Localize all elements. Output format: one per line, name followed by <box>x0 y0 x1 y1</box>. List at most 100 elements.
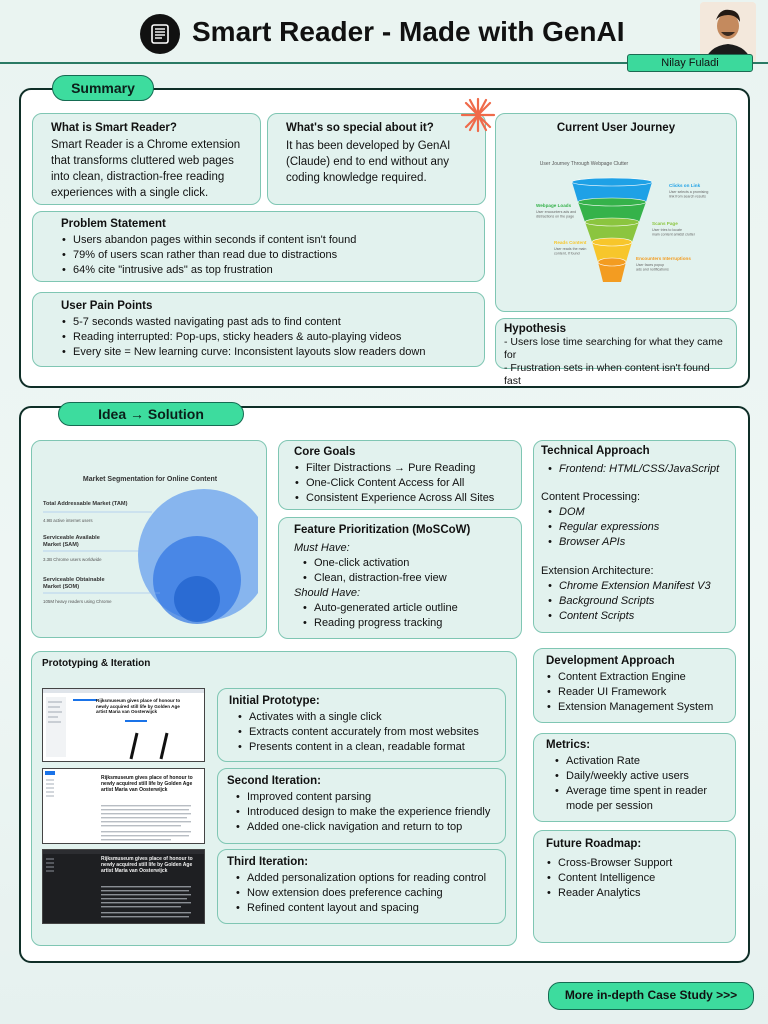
shot3-headline: Rijksmuseum gives place of honour to new… <box>101 856 193 874</box>
list-item: Added personalization options for readin… <box>235 871 496 886</box>
list-item: Added one-click navigation and return to… <box>235 820 496 835</box>
list-item: Presents content in a clean, readable fo… <box>237 740 494 755</box>
market-segment-desc: 4.9B active internet users <box>43 518 93 523</box>
special-title: What's so special about it? <box>286 122 434 134</box>
funnel-stage <box>572 182 652 202</box>
funnel-stage-rim <box>577 197 647 207</box>
sparkle-icon <box>460 97 496 133</box>
special-card: What's so special about it? It has been … <box>267 113 486 205</box>
prototype-screenshot-3: Rijksmuseum gives place of honour to new… <box>42 849 205 924</box>
list-item: Reader UI Framework <box>546 685 723 700</box>
hypothesis-title: Hypothesis <box>504 323 566 335</box>
market-segment-desc: 3.3B Chrome users worldwide <box>43 557 102 562</box>
list-item: 5-7 seconds wasted navigating past ads t… <box>61 315 456 330</box>
list-item: Now extension does preference caching <box>235 886 496 901</box>
idea-pill: Idea → Solution <box>58 402 244 426</box>
list-item: Content Intelligence <box>546 871 723 886</box>
author-badge: Nilay Fuladi <box>627 54 753 72</box>
funnel-stage-rim <box>591 237 633 247</box>
case-study-button[interactable]: More in-depth Case Study >>> <box>548 982 754 1010</box>
must-list: One-click activationClean, distraction-f… <box>302 556 506 586</box>
list-item: Activates with a single click <box>237 710 494 725</box>
shot2-headline: Rijksmuseum gives place of honour to new… <box>101 775 193 793</box>
special-body: It has been developed by GenAI (Claude) … <box>286 140 451 184</box>
header-divider <box>0 62 768 64</box>
funnel-stage <box>585 222 639 242</box>
list-item: Daily/weekly active users <box>554 769 723 784</box>
roadmap-card: Future Roadmap: Cross-Browser SupportCon… <box>533 830 736 943</box>
journey-card: Current User Journey User Journey Throug… <box>495 113 737 312</box>
pain-card: User Pain Points 5-7 seconds wasted navi… <box>32 292 485 367</box>
list-item: Reading progress tracking <box>302 616 506 631</box>
iteration-2-list: Improved content parsingIntroduced desig… <box>235 790 496 835</box>
list-item: Clean, distraction-free view <box>302 571 506 586</box>
arch-list: Chrome Extension Manifest V3Background S… <box>547 579 728 624</box>
what-title: What is Smart Reader? <box>51 122 177 134</box>
funnel-stage-label: Clicks on Link <box>669 183 701 188</box>
list-item: Refined content layout and spacing <box>235 901 496 916</box>
tech-frontend: Frontend: HTML/CSS/JavaScript <box>547 462 728 477</box>
funnel-stage <box>592 242 632 262</box>
list-item: Every site = New learning curve: Inconsi… <box>61 345 456 360</box>
list-item: Reading interrupted: Pop-ups, sticky hea… <box>61 330 456 345</box>
market-title: Market Segmentation for Online Content <box>83 476 218 483</box>
list-item: Cross-Browser Support <box>546 856 723 871</box>
iteration-2-title: Second Iteration: <box>227 775 321 787</box>
user-journey-funnel: User Journey Through Webpage ClutterClic… <box>536 161 708 282</box>
list-item: Reader Analytics <box>546 886 723 901</box>
list-item: Content Extraction Engine <box>546 670 723 685</box>
iteration-card-1: Initial Prototype: Activates with a sing… <box>217 688 506 762</box>
dev-title: Development Approach <box>546 655 675 667</box>
list-item: Content Scripts <box>547 609 728 624</box>
dev-list: Content Extraction EngineReader UI Frame… <box>546 670 723 715</box>
funnel-stage-label: Scans Page <box>652 221 678 226</box>
list-item: Regular expressions <box>547 520 728 535</box>
list-item: Background Scripts <box>547 594 728 609</box>
problem-list: Users abandon pages within seconds if co… <box>61 233 456 278</box>
list-item: Auto-generated article outline <box>302 601 506 616</box>
iteration-1-list: Activates with a single clickExtracts co… <box>237 710 494 755</box>
market-segmentation-diagram: Market Segmentation for Online ContentTo… <box>43 476 270 624</box>
list-item: Filter Distractions → Pure Reading <box>294 461 506 476</box>
arch-label: Extension Architecture: <box>541 565 654 577</box>
market-segment-name: Total Addressable Market (TAM) <box>43 501 128 507</box>
market-segment-desc: 105M heavy readers using Chrome <box>43 599 112 604</box>
hypothesis-line-1: - Users lose time searching for what the… <box>504 336 723 361</box>
prototype-screenshot-2: Rijksmuseum gives place of honour to new… <box>42 768 205 844</box>
list-item: Chrome Extension Manifest V3 <box>547 579 728 594</box>
list-item: Activation Rate <box>554 754 723 769</box>
should-label: Should Have: <box>294 587 361 599</box>
header: Smart Reader - Made with GenAI Nilay Ful… <box>0 0 768 72</box>
must-label: Must Have: <box>294 542 350 554</box>
shot1-headline: Rijksmuseum gives place of honour to new… <box>96 698 181 715</box>
processing-label: Content Processing: <box>541 491 641 503</box>
metrics-card: Metrics: Activation RateDaily/weekly act… <box>533 733 736 822</box>
list-item: Extracts content accurately from most we… <box>237 725 494 740</box>
funnel-title: User Journey Through Webpage Clutter <box>540 161 629 167</box>
list-item: 64% cite "intrusive ads" as top frustrat… <box>61 263 456 278</box>
moscow-card: Feature Prioritization (MoSCoW) Must Hav… <box>278 517 522 639</box>
list-item: Browser APIs <box>547 535 728 550</box>
should-list: Auto-generated article outlineReading pr… <box>302 601 506 631</box>
roadmap-list: Cross-Browser SupportContent Intelligenc… <box>546 856 723 901</box>
dev-card: Development Approach Content Extraction … <box>533 648 736 723</box>
metrics-list: Activation RateDaily/weekly active users… <box>554 754 723 814</box>
funnel-stage-label: Encounters Interruptions <box>636 256 691 261</box>
what-card: What is Smart Reader? Smart Reader is a … <box>32 113 261 205</box>
pain-title: User Pain Points <box>61 300 153 312</box>
hypothesis-line-2: - Frustration sets in when content isn't… <box>504 362 710 387</box>
iteration-1-title: Initial Prototype: <box>229 695 320 707</box>
goals-card: Core Goals Filter Distractions → Pure Re… <box>278 440 522 510</box>
problem-title: Problem Statement <box>61 218 166 230</box>
hypothesis-card: Hypothesis - Users lose time searching f… <box>495 318 737 387</box>
moscow-title: Feature Prioritization (MoSCoW) <box>294 524 471 536</box>
funnel-stage <box>578 202 646 222</box>
tech-title: Technical Approach <box>541 445 650 457</box>
list-item: One-Click Content Access for All <box>294 476 506 491</box>
market-circle <box>174 576 220 622</box>
list-item: One-click activation <box>302 556 506 571</box>
